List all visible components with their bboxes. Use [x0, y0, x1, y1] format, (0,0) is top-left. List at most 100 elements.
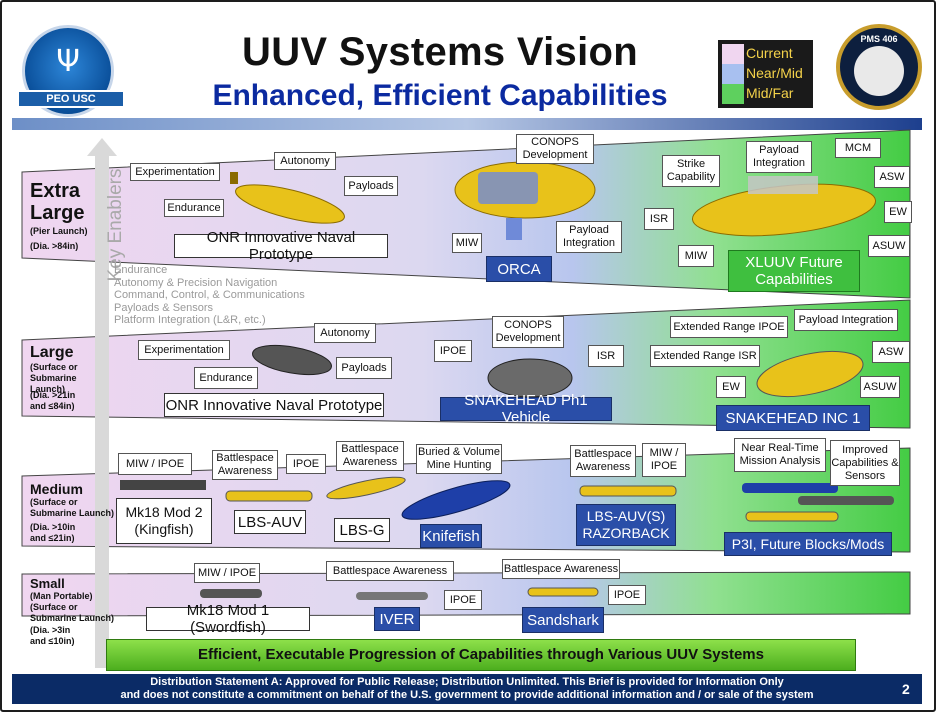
capability-box: MCM: [835, 138, 881, 158]
capability-box: Experimentation: [130, 163, 220, 181]
enabler-item: Command, Control, & Communications: [114, 289, 305, 301]
capability-box: ASW: [874, 166, 910, 188]
program-label: LBS-G: [334, 518, 390, 542]
capability-box: Strike Capability: [662, 155, 720, 187]
capability-box: Experimentation: [138, 340, 230, 360]
timeline-legend: Current Near/Mid Mid/Far: [718, 40, 813, 108]
class-extra-large-dia: (Dia. >84in): [30, 241, 79, 251]
program-label: XLUUV Future Capabilities: [728, 250, 860, 292]
program-label: Sandshark: [522, 607, 604, 633]
class-medium-launch: (Surface or Submarine Launch): [30, 497, 115, 518]
class-small-dia: (Dia. >3in and ≤10in): [30, 625, 75, 646]
capability-box: Autonomy: [314, 323, 376, 343]
distribution-line: Distribution Statement A: Approved for P…: [150, 676, 784, 688]
capability-box: Improved Capabilities & Sensors: [830, 440, 900, 486]
legend-swatch-mid-far: [722, 84, 744, 104]
capability-box: Extended Range IPOE: [670, 316, 788, 338]
orca-vehicle-icon: [454, 161, 596, 240]
capability-box: CONOPS Development: [492, 316, 564, 348]
program-label: ORCA: [486, 256, 552, 282]
capability-box: MIW: [452, 233, 482, 253]
knifefish-vehicle-icon: [401, 480, 511, 520]
legend-swatch-near-mid: [722, 64, 744, 84]
key-enablers-arrow: [95, 148, 109, 668]
page-number: 2: [902, 681, 910, 697]
class-medium-title: Medium: [30, 481, 83, 497]
program-label: SNAKEHEAD Ph1 Vehicle: [440, 392, 612, 426]
slide-title: UUV Systems Vision: [242, 30, 638, 74]
capability-box: Payloads: [344, 176, 398, 196]
progression-banner: Efficient, Executable Progression of Cap…: [106, 639, 856, 671]
program-label: SNAKEHEAD INC 1: [716, 405, 870, 431]
capability-box: IPOE: [444, 590, 482, 610]
header-divider-bar: [12, 118, 922, 130]
capability-box: ASW: [872, 341, 910, 363]
enabler-item: Autonomy & Precision Navigation: [114, 276, 278, 289]
sandshark-vehicle-icon: [527, 587, 599, 597]
capability-box: MIW / IPOE: [194, 563, 260, 583]
capability-box: EW: [884, 201, 912, 223]
p3i-vehicle-icon: [742, 483, 894, 522]
capability-box: Payload Integration: [746, 141, 812, 173]
program-label: LBS-AUV(S) RAZORBACK: [576, 504, 676, 546]
capability-box: ASUW: [860, 376, 900, 398]
capability-box: Buried & Volume Mine Hunting: [416, 444, 502, 474]
program-label: ONR Innovative Naval Prototype: [174, 229, 388, 263]
program-label: Mk18 Mod 2 (Kingfish): [116, 498, 212, 544]
capability-box: Endurance: [164, 199, 224, 217]
capability-box: Autonomy: [274, 152, 336, 170]
lbs-auv-vehicle-icon: [225, 490, 313, 502]
key-enablers-arrowhead: [87, 138, 117, 156]
capability-box: Endurance: [194, 367, 258, 389]
xluuv-vehicle-icon: [691, 176, 877, 237]
seal-emblem-icon: [854, 46, 904, 96]
capability-box: EW: [716, 376, 746, 398]
capability-box: Battlespace Awareness: [212, 450, 278, 480]
capability-box: Payload Integration: [794, 309, 898, 331]
capability-box: MIW / IPOE: [642, 443, 686, 477]
lbs-g-vehicle-icon: [326, 476, 406, 500]
mk18-mod2-vehicle-icon: [120, 480, 206, 490]
capability-box: Payloads: [336, 357, 392, 379]
legend-label-near-mid: Near/Mid: [746, 65, 803, 81]
capability-box: MIW: [678, 245, 714, 267]
mk18-mod1-vehicle-icon: [200, 589, 262, 598]
peo-usc-seal: Ψ PEO USC: [17, 25, 125, 117]
capability-box: ASUW: [868, 235, 910, 257]
enabler-item: Payloads & Sensors: [114, 301, 214, 314]
class-medium-dia: (Dia. >10in and ≤21in): [30, 522, 76, 543]
distribution-line: and does not constitute a commitment on …: [120, 689, 814, 701]
left-seal-label: PEO USC: [17, 90, 125, 108]
program-label: P3I, Future Blocks/Mods: [724, 532, 892, 556]
program-label: Mk18 Mod 1 (Swordfish): [146, 602, 310, 636]
class-title-line: Large: [30, 202, 85, 224]
capability-box: ISR: [588, 345, 624, 367]
class-extra-large-title: Extra Large: [30, 180, 84, 224]
enabler-item: Endurance: [114, 264, 168, 276]
class-large-dia: (Dia. >21in and ≤84in): [30, 390, 76, 411]
snakehead-inc1-vehicle-icon: [756, 350, 864, 398]
program-label: LBS-AUV: [234, 510, 306, 534]
capability-box: Battlespace Awareness: [570, 445, 636, 477]
iver-vehicle-icon: [356, 592, 428, 600]
right-seal-label: PMS 406: [860, 34, 898, 44]
slide-subtitle: Enhanced, Efficient Capabilities: [212, 79, 668, 112]
capability-box: IPOE: [286, 454, 326, 474]
class-large-launch: (Surface or Submarine Launch): [30, 362, 78, 394]
capability-box: IPOE: [608, 585, 646, 605]
legend-label-current: Current: [746, 45, 793, 61]
trident-icon: Ψ: [56, 44, 80, 79]
class-small-launch: (Man Portable) (Surface or Submarine Lau…: [30, 591, 115, 623]
capability-box: Battlespace Awareness: [502, 559, 620, 579]
program-label: ONR Innovative Naval Prototype: [164, 393, 384, 417]
razorback-vehicle-icon: [579, 485, 677, 497]
program-label: Knifefish: [420, 524, 482, 548]
xl-inp-vehicle-icon: [230, 172, 345, 224]
class-extra-large-launch: (Pier Launch): [30, 226, 88, 236]
pms-406-seal: PMS 406: [836, 24, 922, 110]
large-inp-vehicle-icon: [252, 344, 332, 376]
key-enablers-list: Endurance Autonomy & Precision Navigatio…: [114, 264, 305, 327]
capability-box: IPOE: [434, 340, 472, 362]
enabler-item: Platform Integration (L&R, etc.): [114, 314, 266, 326]
